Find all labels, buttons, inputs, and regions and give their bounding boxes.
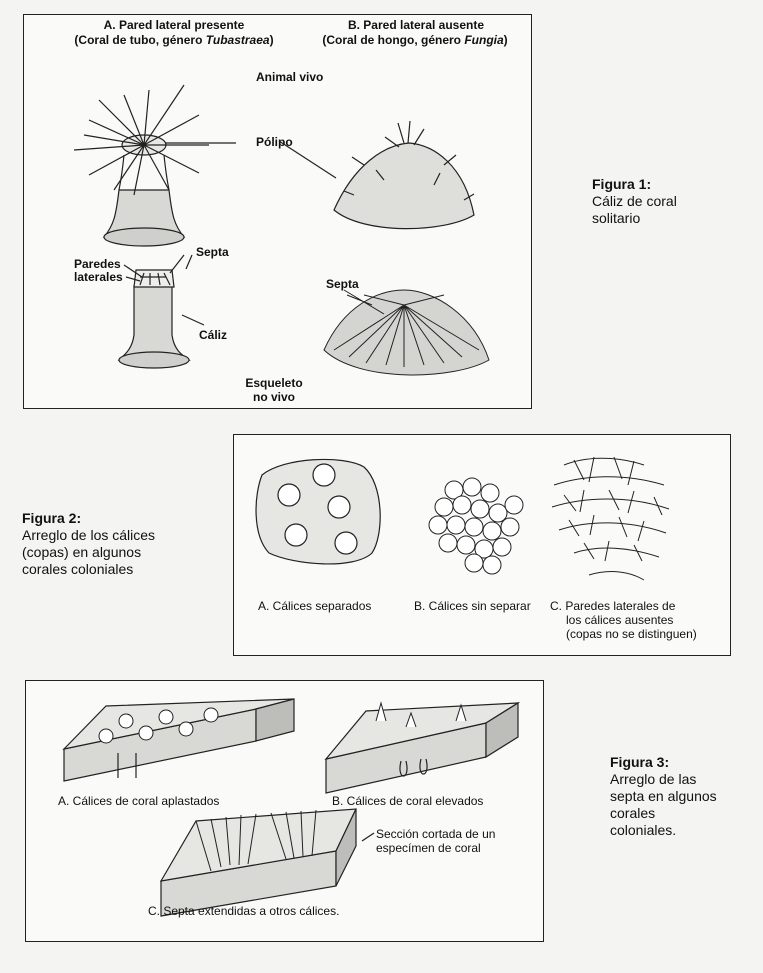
fig2-label-c-line-3: (copas no se distinguen)	[566, 627, 697, 641]
fig3-caption-line-2: septa en algunos	[610, 788, 717, 804]
fig3-caption-line-3: corales	[610, 805, 656, 821]
fig1-caliz-label: Cáliz	[199, 328, 228, 342]
fig2-label-c-line-1: C. Paredes laterales de	[550, 599, 676, 613]
mushroom-coral-skeleton-drawing	[323, 289, 490, 376]
fig3-caption-line-4: coloniales.	[610, 822, 677, 838]
fig1-laterales-label: laterales	[74, 270, 123, 284]
tube-coral-polyp-drawing	[73, 84, 236, 247]
fig1-a-title: A. Pared lateral presente	[103, 18, 245, 32]
fig3-caption-line-1: Arreglo de las	[610, 771, 697, 787]
tube-coral-skeleton-drawing	[117, 254, 205, 369]
elevated-calices-block-drawing	[324, 701, 521, 794]
fig1-b-subtitle: (Coral de hongo, género Fungia)	[322, 33, 508, 47]
figure1-panel: A. Pared lateral presente (Coral de tubo…	[23, 14, 532, 409]
joined-calices-drawing	[428, 477, 524, 575]
fig2-label-a: A. Cálices separados	[258, 599, 372, 613]
fig1-paredes-label: Paredes	[74, 257, 121, 271]
fig2-label-c-line-2: los cálices ausentes	[566, 613, 674, 627]
fig2-illustrations	[255, 456, 670, 581]
extended-septa-block-drawing	[159, 808, 375, 917]
fig1-esqueleto-label: Esqueleto	[245, 376, 303, 390]
separated-calices-drawing	[255, 458, 381, 565]
fig3-label-a: A. Cálices de coral aplastados	[58, 794, 220, 808]
fig1-polipo-label: Pólipo	[256, 135, 293, 149]
figure3-panel: A. Cálices de coral aplastados B. Cálice…	[25, 680, 544, 942]
fig2-label-b: B. Cálices sin separar	[414, 599, 531, 613]
flattened-calices-block-drawing	[62, 698, 295, 782]
absent-walls-calices-drawing	[551, 456, 670, 581]
fig3-seccion-line-1: Sección cortada de un	[376, 827, 496, 841]
fig3-label-c: C. Septa extendidas a otros cálices.	[148, 904, 340, 918]
fig2-caption-title: Figura 2:	[22, 510, 82, 526]
fig1-no-vivo-label: no vivo	[252, 390, 295, 404]
fig2-caption: Figura 2: Arreglo de los cálices (copas)…	[22, 510, 155, 578]
fig1-b-title: B. Pared lateral ausente	[347, 18, 485, 32]
mushroom-coral-living-drawing	[278, 120, 475, 230]
fig3-caption: Figura 3: Arreglo de las septa en alguno…	[610, 754, 717, 839]
fig3-seccion-line-2: especímen de coral	[376, 841, 481, 855]
fig1-septa-b-label: Septa	[326, 277, 359, 291]
fig1-caption-line-2: solitario	[592, 210, 641, 226]
fig1-illustrations	[73, 84, 490, 376]
fig3-caption-title: Figura 3:	[610, 754, 670, 770]
fig1-a-subtitle: (Coral de tubo, género Tubastraea)	[74, 33, 274, 47]
fig1-septa-a-label: Septa	[196, 245, 229, 259]
fig1-animal-vivo-label: Animal vivo	[256, 70, 324, 84]
fig2-caption-line-2: (copas) en algunos	[22, 544, 142, 560]
fig1-caption: Figura 1: Cáliz de coral solitario	[592, 176, 677, 227]
fig3-illustrations	[62, 698, 521, 917]
fig1-caption-line-1: Cáliz de coral	[592, 193, 677, 209]
fig1-caption-title: Figura 1:	[592, 176, 652, 192]
figure2-panel: A. Cálices separados B. Cálices sin sepa…	[233, 434, 731, 656]
fig2-caption-line-3: corales coloniales	[22, 561, 134, 577]
fig3-label-b: B. Cálices de coral elevados	[332, 794, 484, 808]
fig2-caption-line-1: Arreglo de los cálices	[22, 527, 156, 543]
